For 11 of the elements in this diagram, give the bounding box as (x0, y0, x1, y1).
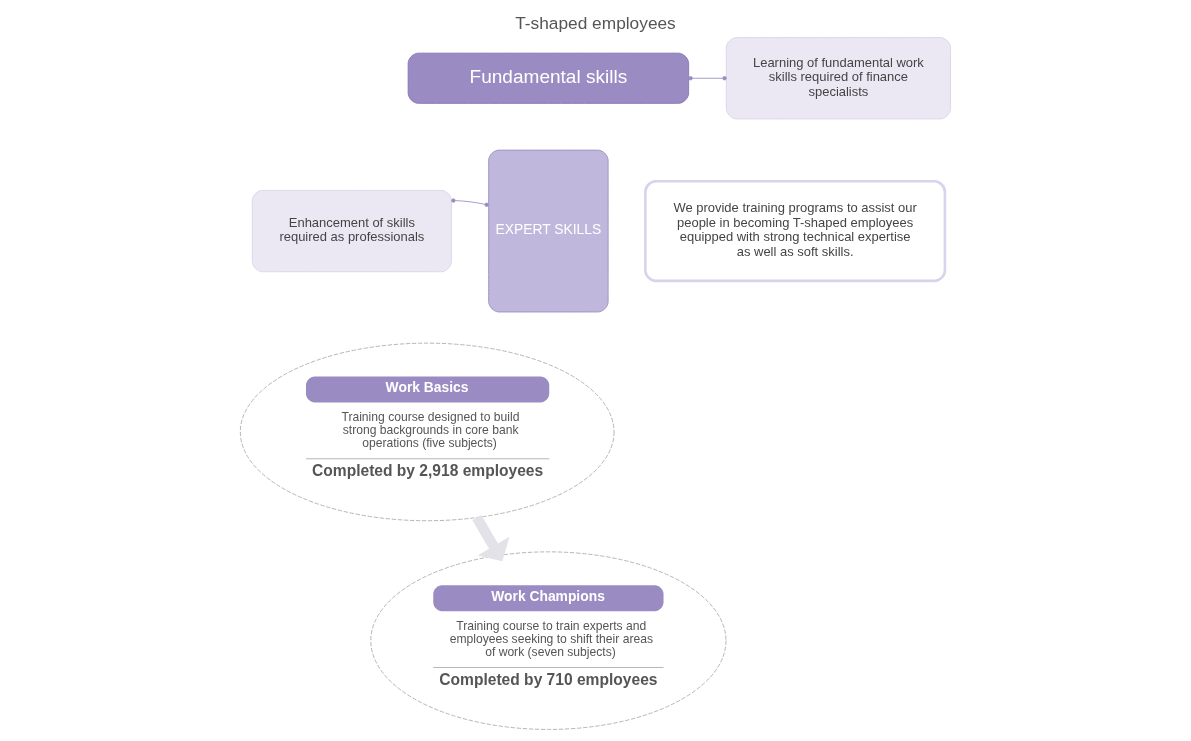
node-ellipse: Work Basics Training course designed to build strong backgrounds in core bank operations (five subjects) Completed by 2,918 employees (239, 342, 615, 522)
node-ellipse: Work Champions Training course to train experts and employees seeking to shift their areas of work (seven subjects) Completed by 710 employees (370, 551, 727, 730)
arrow (472, 514, 510, 562)
diagram-title: T-shaped employees (515, 12, 676, 33)
node-box: EXPERT SKILLS (488, 149, 609, 313)
node-box: We provide training programs to assist our people in becoming T-shaped employees equipped with strong technical expertise as well as soft skills. (644, 180, 947, 283)
connector (688, 76, 727, 81)
node-box: Enhancement of skills required as professionals (251, 189, 452, 273)
connector (451, 198, 489, 207)
node-box: Learning of fundamental work skills required of finance specialists (725, 37, 951, 120)
node-box: Fundamental skills (407, 52, 690, 104)
